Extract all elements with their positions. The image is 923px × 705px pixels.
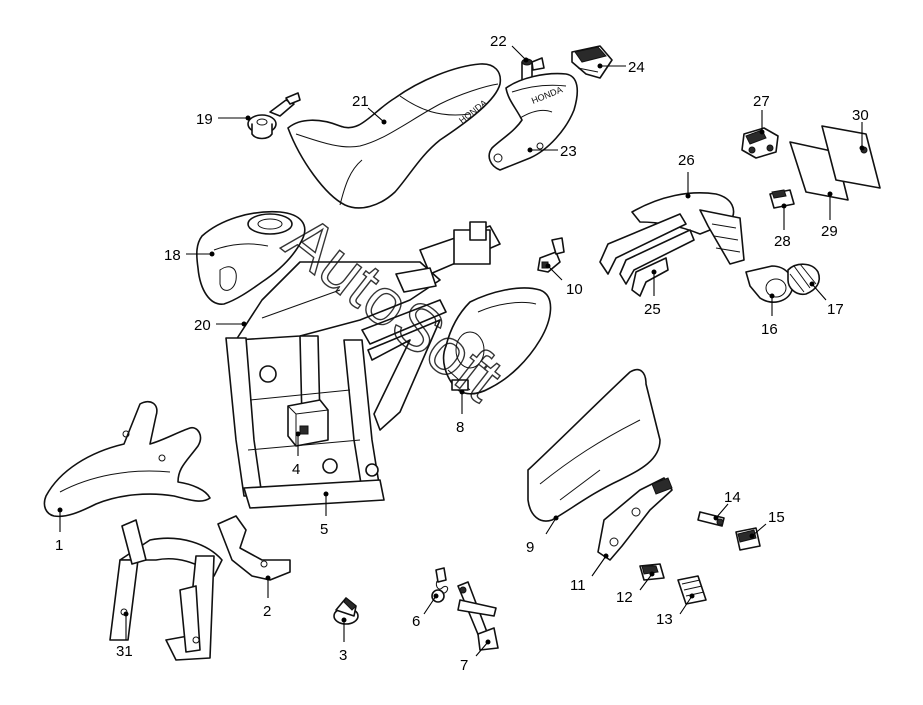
callout-28: 28 [774, 203, 791, 250]
callout-9: 9 [526, 515, 559, 556]
callout-15: 15 [749, 509, 785, 539]
callout-number: 8 [456, 419, 464, 436]
part-grab-pad [571, 45, 613, 79]
callout-number: 24 [628, 59, 645, 76]
callout-number: 9 [526, 539, 534, 556]
callout-14: 14 [713, 489, 741, 521]
part-spring [431, 567, 449, 603]
part-battery [287, 399, 329, 447]
callout-number: 13 [656, 611, 673, 628]
callout-17: 17 [809, 281, 844, 318]
callout-6: 6 [412, 593, 439, 630]
part-seat: HONDA [287, 63, 502, 209]
callout-2: 2 [263, 575, 271, 620]
part-fuel-tank [196, 210, 306, 305]
callout-31: 31 [116, 611, 133, 660]
part-main-frame [225, 221, 501, 509]
callout-number: 2 [263, 603, 271, 620]
part-rear-fender [599, 192, 745, 297]
callout-number: 4 [292, 461, 300, 478]
callout-number: 12 [616, 589, 633, 606]
callout-16: 16 [761, 293, 778, 338]
part-clip [769, 189, 795, 209]
callout-number: 18 [164, 247, 181, 264]
callout-10: 10 [545, 263, 583, 298]
part-bracket-small [537, 237, 565, 273]
callout-number: 10 [566, 281, 583, 298]
part-turn-signal-16 [745, 265, 794, 303]
callout-3: 3 [339, 617, 347, 664]
part-front-fender [43, 400, 211, 518]
callout-number: 17 [827, 301, 844, 318]
part-footpeg-bracket [597, 477, 673, 561]
callout-29: 29 [821, 191, 838, 240]
callout-number: 25 [644, 301, 661, 318]
callout-number: 26 [678, 152, 695, 169]
callout-13: 13 [656, 593, 695, 628]
part-fork-brace [109, 519, 223, 661]
callout-number: 6 [412, 613, 420, 630]
part-key-lock [247, 92, 301, 140]
callout-22: 22 [490, 33, 529, 63]
callout-number: 23 [560, 143, 577, 160]
part-bracket-2 [217, 515, 291, 581]
callout-20: 20 [194, 317, 247, 334]
callout-1: 1 [55, 507, 63, 554]
callout-18: 18 [164, 247, 215, 264]
part-side-cover [527, 368, 661, 522]
part-plate-30 [821, 125, 881, 189]
callout-26: 26 [678, 152, 695, 199]
callout-23: 23 [527, 143, 577, 160]
part-turn-signal-17 [787, 263, 821, 296]
callout-number: 5 [320, 521, 328, 538]
callout-number: 22 [490, 33, 507, 50]
callout-number: 21 [352, 93, 369, 110]
callout-19: 19 [196, 111, 251, 128]
callout-number: 31 [116, 643, 133, 660]
callout-number: 3 [339, 647, 347, 664]
part-rear-cover: HONDA [488, 72, 579, 171]
callout-number: 29 [821, 223, 838, 240]
callout-8: 8 [456, 389, 465, 436]
callout-number: 19 [196, 111, 213, 128]
callout-number: 28 [774, 233, 791, 250]
part-pin [697, 511, 725, 527]
part-horn [333, 597, 359, 625]
callout-11: 11 [570, 553, 609, 594]
callout-number: 27 [753, 93, 770, 110]
part-footpeg [677, 575, 707, 605]
callout-25: 25 [644, 269, 661, 318]
callout-number: 30 [852, 107, 869, 124]
callout-number: 11 [570, 577, 586, 594]
callout-number: 16 [761, 321, 778, 338]
callout-27: 27 [753, 93, 770, 135]
callout-5: 5 [320, 491, 329, 538]
callout-number: 15 [768, 509, 785, 526]
callout-30: 30 [852, 107, 869, 151]
part-footpeg-rubber [735, 527, 761, 551]
callout-4: 4 [292, 431, 301, 478]
part-battery-box [442, 287, 552, 395]
callout-24: 24 [597, 59, 645, 76]
callout-number: 1 [55, 537, 63, 554]
callout-number: 14 [724, 489, 741, 506]
callout-12: 12 [616, 571, 655, 606]
callout-21: 21 [352, 93, 387, 125]
part-reflector-holder [741, 127, 779, 159]
callout-number: 7 [460, 657, 468, 674]
callout-number: 20 [194, 317, 211, 334]
callout-7: 7 [460, 639, 491, 674]
part-side-stand [457, 581, 499, 651]
